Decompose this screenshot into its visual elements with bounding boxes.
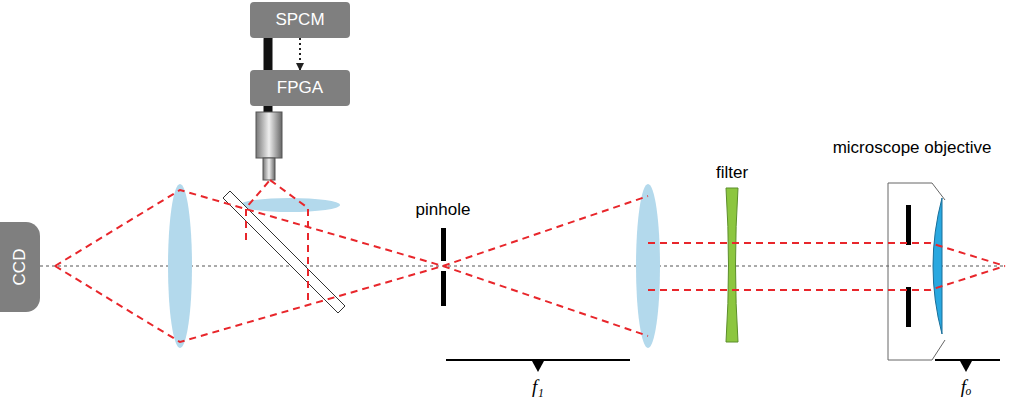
processor-box: FPGA xyxy=(250,70,350,106)
lens xyxy=(168,184,192,348)
node-text: SPCM xyxy=(275,10,324,30)
pinhole-plate xyxy=(441,271,446,306)
detector-box: SPCM xyxy=(250,2,350,38)
beam-splitter xyxy=(223,191,345,313)
lens xyxy=(240,198,340,212)
focal-length-bar xyxy=(446,360,1000,372)
fiber-coupler xyxy=(263,158,275,180)
camera-box: CCD xyxy=(0,222,40,312)
objective-housing xyxy=(888,183,945,360)
node-text: CCD xyxy=(10,249,30,286)
focal-length-label: fₒ xyxy=(961,376,972,398)
objective-lens xyxy=(933,198,942,334)
part-label: pinhole xyxy=(416,200,471,220)
signal-arrow xyxy=(299,38,301,70)
filter xyxy=(726,188,738,342)
node-text: FPGA xyxy=(277,78,323,98)
pinhole-plate xyxy=(441,228,446,261)
aperture xyxy=(906,287,911,327)
fiber-coupler xyxy=(256,112,282,158)
lens xyxy=(636,184,660,348)
part-label: filter xyxy=(716,163,748,183)
focal-length-label: f₁ xyxy=(532,376,544,398)
part-label: microscope objective xyxy=(833,138,992,158)
aperture xyxy=(906,205,911,245)
light-rays xyxy=(55,180,1005,342)
